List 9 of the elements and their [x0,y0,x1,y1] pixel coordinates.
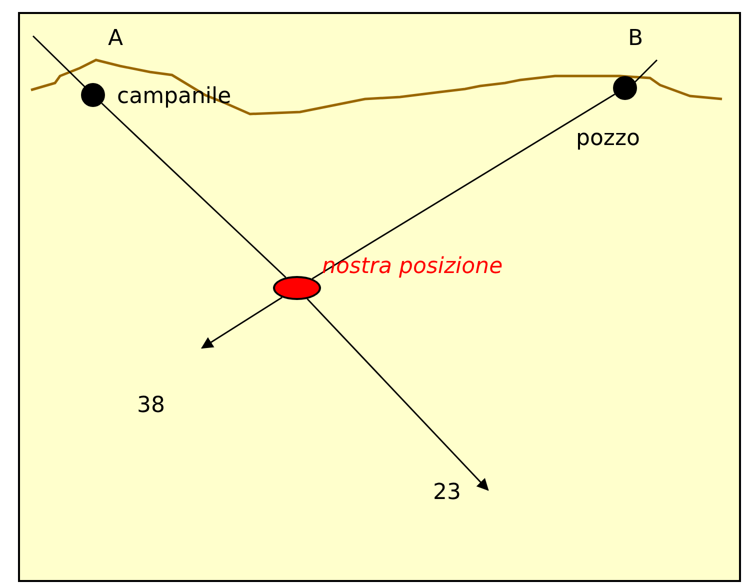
bearing-arrow [306,298,489,491]
bearing-arrow [200,296,282,349]
landmark-label: pozzo [576,128,640,150]
bearing-value: 38 [137,395,165,417]
bearing-line [312,94,616,280]
bearing-value: 23 [433,482,461,504]
point-letter: B [628,28,644,50]
bearing-line [101,102,286,278]
point-letter: A [108,28,124,50]
